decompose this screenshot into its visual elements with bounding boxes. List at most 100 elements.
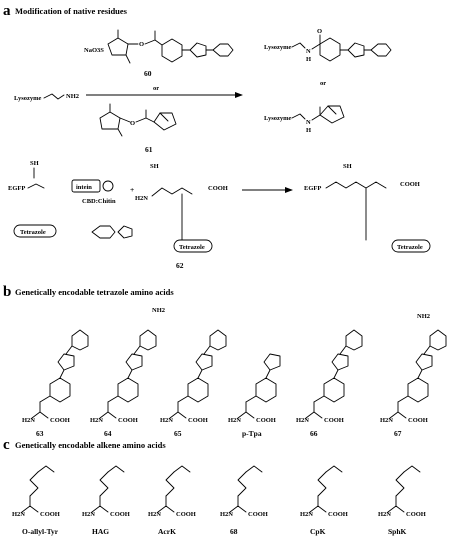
intein-box: [71, 179, 101, 193]
svg-text:O: O: [130, 120, 135, 127]
compound-60-label: 60: [144, 69, 152, 78]
tetrazole-aa-6: H2N COOH 67: [380, 329, 447, 438]
cooh-label: COOH: [40, 511, 60, 518]
compound-62-label: 62: [176, 261, 184, 270]
tetrazole-product-tag: [391, 239, 431, 253]
nh2-label: NH2: [66, 93, 79, 100]
product-top-lysozyme: Lysozyme: [264, 44, 292, 51]
panel-b: b Genetically encodable tetrazole amino …: [3, 284, 447, 438]
alkene-aa-5: H2N COOH CpK: [300, 465, 348, 536]
cooh-product-label: COOH: [400, 181, 420, 188]
panel-a-title: Modification of native residues: [15, 6, 128, 16]
reagent-61-structure: O 61: [99, 103, 177, 154]
h2n-label: H2N: [228, 417, 241, 424]
product-bottom-lysozyme: Lysozyme: [264, 115, 292, 122]
svg-text:N: N: [306, 119, 311, 126]
cooh-label: COOH: [208, 185, 228, 192]
panel-b-title: Genetically encodable tetrazole amino ac…: [15, 287, 174, 297]
alkene-aa-1: H2N COOH O-allyl-Tyr: [12, 465, 60, 536]
nao3s-label: NaO3S: [84, 47, 104, 54]
egfp-label: EGFP: [8, 185, 25, 192]
svg-text:O: O: [139, 41, 144, 48]
alkene-aa-2: H2N COOH HAG: [82, 465, 130, 536]
sh-label: SH: [30, 160, 39, 167]
cooh-label: COOH: [406, 511, 426, 518]
chitin-bead: [102, 180, 114, 192]
compound-label: 65: [174, 429, 182, 438]
conh2-b-label: NH2: [417, 313, 430, 320]
tetrazole-key: [13, 224, 57, 238]
tetrazole-aa-4: H2N COOH p-Tpa: [228, 353, 281, 438]
tetrazole-aa-3: H2N COOH 65: [160, 329, 227, 438]
tetrazole-tag: [173, 239, 213, 253]
svg-text:H: H: [306, 127, 311, 134]
tetrazole-key-label: Tetrazole: [20, 229, 46, 236]
cbd-label: CBD:Chitin: [82, 198, 116, 205]
product-norbornene-lysozyme: Lysozyme N H: [264, 105, 345, 134]
cooh-label: COOH: [256, 417, 276, 424]
h2n-label: H2N: [300, 511, 313, 518]
cooh-label: COOH: [118, 417, 138, 424]
h2n-label: H2N: [12, 511, 25, 518]
product-tetrazole-lysozyme: Lysozyme N H O: [264, 28, 392, 63]
tetrazole-aa-2: H2N COOH 64: [90, 329, 157, 438]
panel-a-letter: a: [3, 3, 11, 19]
lysozyme-reactant: Lysozyme: [14, 95, 42, 102]
cooh-label: COOH: [324, 417, 344, 424]
svg-text:H: H: [306, 56, 311, 63]
panel-c-title: Genetically encodable alkene amino acids: [15, 440, 166, 450]
compound-label: 67: [394, 429, 402, 438]
tetrazole-aa-1: H2N COOH 63: [22, 329, 89, 438]
panel-c: c Genetically encodable alkene amino aci…: [3, 437, 426, 536]
h2n-label: H2N: [82, 511, 95, 518]
tetrazole-tag-label: Tetrazole: [179, 244, 205, 251]
panel-b-letter: b: [3, 284, 11, 300]
sh-label-3: SH: [343, 163, 352, 170]
reaction-arrow-a1: or: [86, 85, 243, 98]
panel-a: a Modification of native residues NaO3S …: [3, 3, 392, 154]
compound-label: CpK: [310, 527, 326, 536]
compound-label: AcrK: [158, 527, 176, 536]
h2n-label: H2N: [135, 195, 148, 202]
nh2-b-label: NH2: [152, 307, 165, 314]
cooh-label: COOH: [176, 511, 196, 518]
cooh-label: COOH: [408, 417, 428, 424]
cooh-label: COOH: [50, 417, 70, 424]
or-products-label: or: [320, 80, 326, 87]
cooh-label: COOH: [328, 511, 348, 518]
h2n-label: H2N: [90, 417, 103, 424]
scheme-egfp: SH EGFP intein CBD:Chitin + SH H2N COOH …: [8, 160, 431, 270]
compound-label: HAG: [92, 527, 109, 536]
alkene-aa-4: H2N COOH 68: [220, 465, 268, 536]
lysozyme-amine: Lysozyme NH2: [14, 93, 79, 102]
compound-label: 68: [230, 527, 238, 536]
compound-label: 66: [310, 429, 318, 438]
svg-text:O: O: [317, 28, 322, 35]
cooh-label: COOH: [248, 511, 268, 518]
compound-label: p-Tpa: [242, 429, 262, 438]
cooh-label: COOH: [110, 511, 130, 518]
svg-text:N: N: [306, 48, 311, 55]
compound-label: 64: [104, 429, 112, 438]
compound-label: O-allyl-Tyr: [22, 527, 59, 536]
h2n-label: H2N: [380, 417, 393, 424]
or-arrow-label: or: [153, 85, 159, 92]
plus-sign: +: [130, 185, 134, 194]
tetrazole-product-label: Tetrazole: [397, 244, 423, 251]
compound-label: 63: [36, 429, 44, 438]
intein-label: intein: [76, 184, 92, 191]
h2n-label: H2N: [160, 417, 173, 424]
compound-label: SphK: [388, 527, 407, 536]
h2n-label: H2N: [22, 417, 35, 424]
egfp-product-label: EGFP: [304, 185, 321, 192]
h2n-label: H2N: [148, 511, 161, 518]
cooh-label: COOH: [188, 417, 208, 424]
h2n-label: H2N: [220, 511, 233, 518]
alkene-aa-3: H2N COOH AcrK: [148, 465, 196, 536]
reagent-60-structure: NaO3S O 60: [84, 29, 234, 78]
